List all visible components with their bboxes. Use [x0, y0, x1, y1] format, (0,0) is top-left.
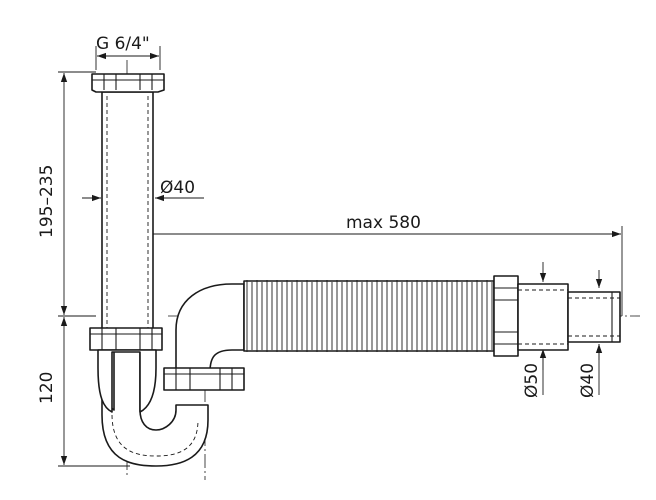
outlet-reducer: [517, 283, 569, 351]
label-height-lower: 120: [37, 372, 57, 404]
label-thread: G 6/4": [96, 34, 150, 54]
label-outlet-inner: Ø40: [578, 363, 598, 398]
tailpiece-tube: [101, 91, 154, 331]
label-outlet-outer: Ø50: [522, 363, 542, 398]
u-trap-hidden: [111, 352, 199, 457]
cup-body: [97, 349, 157, 413]
label-max-length: max 580: [346, 213, 421, 233]
u-trap: [101, 349, 209, 467]
label-pipe-diameter: Ø40: [160, 178, 195, 198]
lower-nut: [89, 327, 163, 351]
flex-hose: [243, 280, 495, 352]
elbow: [175, 283, 245, 373]
label-height-upper: 195–235: [37, 165, 57, 238]
outlet-spigot: [567, 291, 621, 343]
flex-hose-outline: [243, 280, 495, 352]
outlet-ring: [493, 275, 519, 357]
top-nut: [91, 73, 165, 93]
